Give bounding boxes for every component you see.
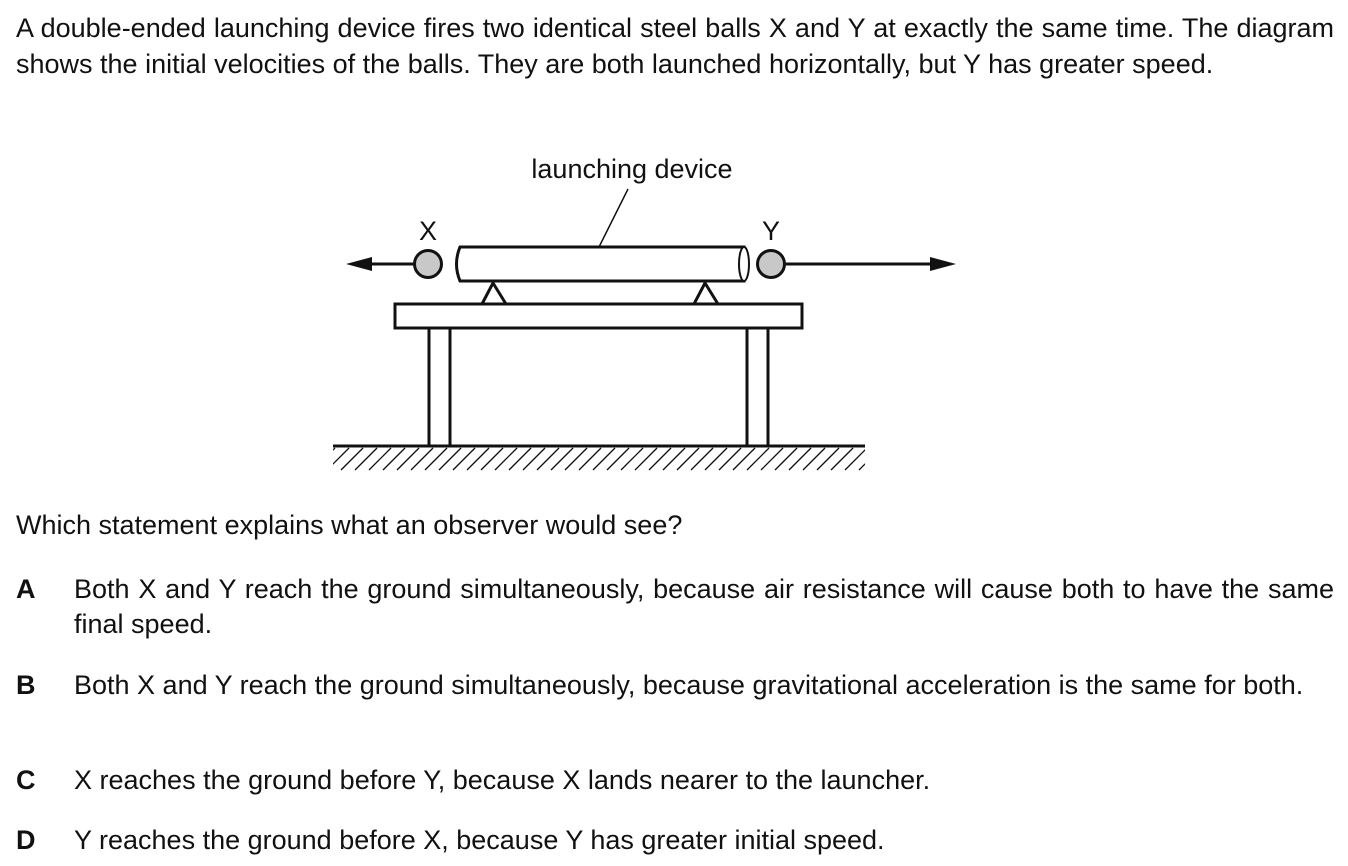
option-b-text: Both X and Y reach the ground simultaneo… bbox=[74, 670, 1304, 700]
ground-hatch-line bbox=[662, 447, 686, 471]
tube-support-left bbox=[480, 279, 508, 305]
option-b-letter: B bbox=[16, 670, 36, 700]
launch-tube bbox=[455, 245, 750, 283]
ground-hatch-line bbox=[368, 447, 392, 471]
ground-hatch-line bbox=[732, 447, 756, 471]
question-stem: Which statement explains what an observe… bbox=[16, 510, 683, 540]
option-c[interactable]: C X reaches the ground before Y, because… bbox=[16, 763, 1334, 798]
table-top bbox=[393, 302, 804, 330]
option-a-letter: A bbox=[16, 574, 36, 604]
ground-hatch-line bbox=[802, 447, 826, 471]
ground-hatch-line bbox=[858, 463, 865, 471]
table-leg-right bbox=[745, 326, 770, 448]
ground-hatch-line bbox=[340, 447, 364, 471]
ground-hatch-line bbox=[452, 447, 476, 471]
ground-hatch-line bbox=[676, 447, 700, 471]
ground-hatch-line bbox=[830, 447, 854, 471]
table-leg-left bbox=[427, 326, 452, 448]
ground-hatch-line bbox=[620, 447, 644, 471]
ball-y bbox=[756, 249, 786, 279]
option-d[interactable]: D Y reaches the ground before X, because… bbox=[16, 823, 1334, 858]
ground-hatch-line bbox=[578, 447, 602, 471]
tube-support-right bbox=[692, 279, 720, 305]
ground-hatch-line bbox=[522, 447, 546, 471]
ground-hatch-line bbox=[466, 447, 490, 471]
option-c-text: X reaches the ground before Y, because X… bbox=[74, 765, 931, 795]
ground-hatch-line bbox=[760, 447, 784, 471]
ground-hatch-line bbox=[564, 447, 588, 471]
option-c-letter: C bbox=[16, 765, 36, 795]
ground-hatch-line bbox=[634, 447, 658, 471]
ground-hatch-line bbox=[333, 447, 336, 451]
ground-hatch-line bbox=[438, 447, 462, 471]
ground-hatch-line bbox=[816, 447, 840, 471]
device-label: launching device bbox=[531, 154, 732, 184]
ground-hatch-line bbox=[648, 447, 672, 471]
velocity-arrow-y bbox=[786, 257, 956, 271]
ground-hatch-line bbox=[774, 447, 798, 471]
option-a-text: Both X and Y reach the ground simultaneo… bbox=[74, 574, 1334, 639]
ground-hatch-line bbox=[382, 447, 406, 471]
ground-hatch-line bbox=[690, 447, 714, 471]
ground-hatch-line bbox=[333, 447, 350, 465]
ball-x-label: X bbox=[419, 216, 437, 246]
ground-hatch-line bbox=[718, 447, 742, 471]
ground-hatch-line bbox=[508, 447, 532, 471]
option-d-letter: D bbox=[16, 825, 36, 855]
ground-hatch-line bbox=[592, 447, 616, 471]
ball-y-label: Y bbox=[762, 216, 780, 246]
ground-hatch-line bbox=[480, 447, 504, 471]
ground-hatch-line bbox=[704, 447, 728, 471]
ground-hatch-line bbox=[788, 447, 812, 471]
velocity-arrow-x bbox=[346, 257, 414, 271]
ground-hatch-line bbox=[606, 447, 630, 471]
question-intro: A double-ended launching device fires tw… bbox=[16, 13, 1334, 79]
option-d-text: Y reaches the ground before X, because Y… bbox=[74, 825, 885, 855]
ground-hatch-line bbox=[494, 447, 518, 471]
ball-x bbox=[413, 249, 443, 279]
ground-hatch-line bbox=[410, 447, 434, 471]
ground-hatch-line bbox=[844, 449, 865, 471]
ground-hatch-line bbox=[424, 447, 448, 471]
option-a[interactable]: A Both X and Y reach the ground simultan… bbox=[16, 572, 1334, 642]
ground-hatch-line bbox=[536, 447, 560, 471]
ground-hatch-line bbox=[396, 447, 420, 471]
ground-hatch-line bbox=[354, 447, 378, 471]
ground-hatch-line bbox=[746, 447, 770, 471]
ground bbox=[333, 444, 865, 471]
option-b[interactable]: B Both X and Y reach the ground simultan… bbox=[16, 668, 1334, 703]
ground-hatch-line bbox=[550, 447, 574, 471]
